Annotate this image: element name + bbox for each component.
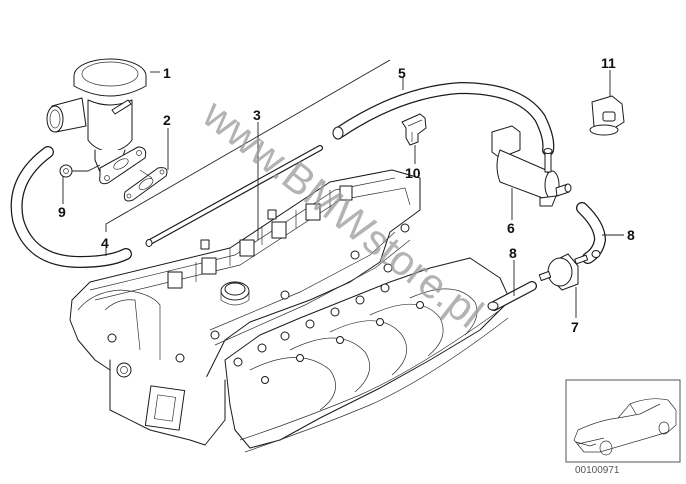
part-7-filter bbox=[538, 253, 589, 291]
oil-filler-cap bbox=[220, 281, 250, 306]
label-part-6[interactable]: 6 bbox=[507, 220, 515, 236]
part-9-nut bbox=[59, 164, 73, 178]
label-part-7[interactable]: 7 bbox=[571, 319, 579, 335]
label-part-5[interactable]: 5 bbox=[398, 65, 406, 81]
intake-manifold bbox=[224, 257, 511, 453]
part-8-hose-right bbox=[576, 202, 607, 264]
vehicle-thumbnail: 00100971 bbox=[565, 379, 681, 476]
engine-block-illustration bbox=[69, 169, 511, 453]
label-part-1[interactable]: 1 bbox=[163, 65, 171, 81]
label-part-10[interactable]: 10 bbox=[405, 165, 421, 181]
label-part-11[interactable]: 11 bbox=[601, 55, 616, 71]
coil-studs bbox=[167, 185, 353, 289]
part-1-secondary-air-valve bbox=[46, 58, 147, 185]
cover-bolt-holes bbox=[107, 223, 410, 363]
label-part-4[interactable]: 4 bbox=[101, 235, 109, 251]
thumbnail-code: 00100971 bbox=[575, 465, 620, 476]
part-number-labels: 1 2 3 4 5 6 7 8 8 9 10 11 bbox=[58, 55, 635, 335]
leader-lines bbox=[62, 59, 624, 318]
label-part-8-right[interactable]: 8 bbox=[627, 227, 635, 243]
label-part-9[interactable]: 9 bbox=[58, 204, 66, 220]
label-part-2[interactable]: 2 bbox=[163, 112, 171, 128]
part-2-gasket bbox=[123, 167, 168, 202]
car-icon bbox=[573, 398, 677, 456]
part-8-short-hose bbox=[487, 281, 537, 311]
part-11-connector bbox=[589, 95, 625, 136]
label-part-8-middle[interactable]: 8 bbox=[509, 245, 517, 261]
part-5-vacuum-hose bbox=[332, 81, 555, 156]
label-part-3[interactable]: 3 bbox=[253, 107, 261, 123]
part-10-clip bbox=[401, 113, 427, 146]
part-4-hose bbox=[10, 146, 132, 269]
part-3-pipe bbox=[145, 145, 323, 247]
part-6-changeover-valve bbox=[491, 125, 572, 207]
